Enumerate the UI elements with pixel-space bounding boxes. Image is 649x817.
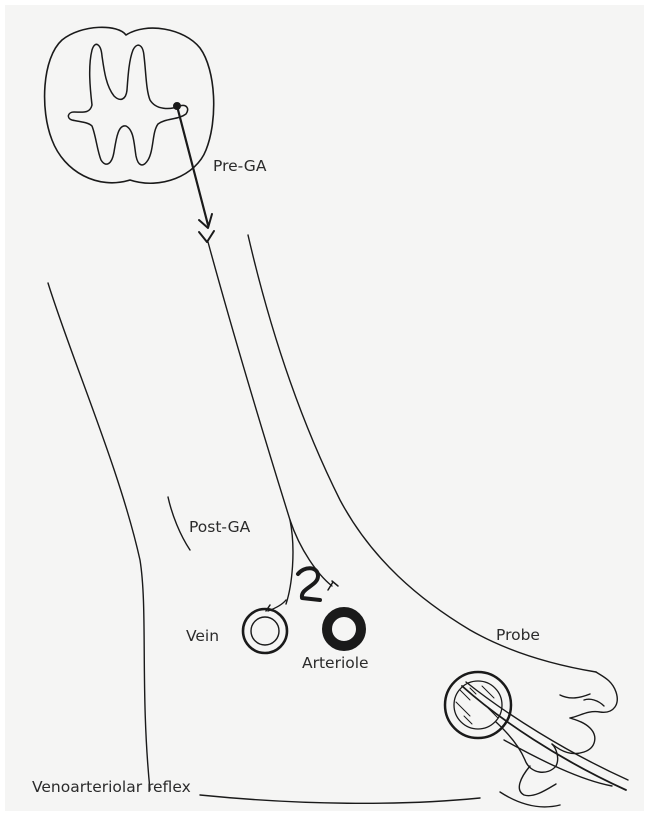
fiber-squiggle: [298, 568, 320, 600]
probe-ring: [445, 672, 511, 738]
post-ga-curve: [168, 497, 190, 550]
label-arteriole: Arteriole: [302, 654, 369, 672]
spinal-cord-outline: [45, 27, 214, 183]
spinal-grey-matter: [68, 44, 187, 165]
leg-front-line: [248, 235, 596, 672]
nerve-path: [208, 242, 293, 604]
toes: [200, 672, 617, 807]
vein-ring-inner: [251, 617, 279, 645]
leg-back-line: [48, 283, 150, 790]
probe-hatching: [456, 686, 498, 724]
arteriole-ring: [327, 612, 361, 646]
figure-caption: Venoarteriolar reflex: [32, 778, 191, 796]
label-pre-ga: Pre-GA: [213, 157, 266, 175]
label-vein: Vein: [186, 627, 219, 645]
probe-device: [445, 672, 628, 790]
probe-head: [454, 681, 502, 729]
arteriole-terminal: [328, 581, 338, 590]
label-post-ga: Post-GA: [189, 518, 250, 536]
postganglionic-branch: [290, 520, 332, 586]
vein-ring: [243, 609, 287, 653]
spinal-cord-section: [45, 27, 214, 183]
probe-cable-3: [504, 740, 612, 786]
leg-outline: [48, 235, 596, 790]
probe-cable-2: [466, 682, 628, 780]
label-probe: Probe: [496, 626, 540, 644]
vessels: [243, 568, 361, 653]
preganglionic-fiber: [177, 106, 214, 242]
